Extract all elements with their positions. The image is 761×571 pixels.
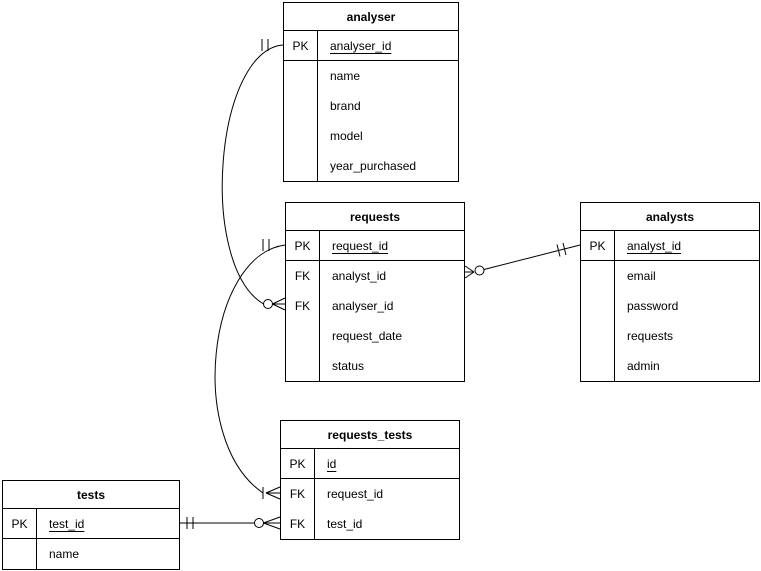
field-label: email: [627, 269, 656, 283]
key-badge: [581, 291, 615, 321]
one-and-only-one-ticks: [186, 517, 194, 529]
entity-title: requests: [286, 203, 464, 231]
entity-title: tests: [3, 481, 179, 509]
field-label: test_id: [49, 516, 85, 531]
key-badge: [286, 321, 320, 351]
table-row[interactable]: requests: [581, 321, 759, 351]
fk-badge: FK: [286, 261, 320, 291]
zero-cardinality-circle: [263, 299, 273, 309]
field-label: request_date: [332, 329, 403, 343]
pk-badge: PK: [281, 449, 315, 478]
table-row[interactable]: name: [284, 61, 458, 91]
field-label: analyser_id: [330, 38, 392, 53]
table-row[interactable]: name: [3, 539, 179, 569]
entity-tests[interactable]: tests PK test_id name: [2, 480, 180, 570]
connector-analysts-requests[interactable]: [464, 242, 581, 279]
key-badge: [581, 261, 615, 291]
fk-badge: FK: [281, 479, 315, 509]
entity-analysts[interactable]: analysts PK analyst_id email password re…: [580, 202, 760, 382]
table-row[interactable]: FK test_id: [281, 509, 459, 539]
field-label: test_id: [327, 517, 363, 531]
fk-badge: FK: [286, 291, 320, 321]
key-badge: [284, 121, 318, 151]
zero-cardinality-circle: [254, 518, 264, 528]
connector-tests-requests_tests[interactable]: [180, 516, 281, 530]
zero-cardinality-circle: [474, 265, 485, 276]
pk-badge: PK: [3, 509, 37, 538]
key-badge: [284, 151, 318, 181]
entity-requests[interactable]: requests PK request_id FK analyst_id FK …: [285, 202, 465, 382]
field-label: model: [330, 129, 363, 143]
connector-line: [214, 244, 286, 494]
one-and-only-one-ticks: [261, 39, 269, 51]
pk-badge: PK: [581, 231, 615, 260]
connector-analyser-requests[interactable]: [221, 39, 286, 311]
field-label: year_purchased: [330, 159, 417, 173]
table-row[interactable]: PK analyser_id: [284, 31, 458, 61]
key-badge: [284, 61, 318, 91]
entity-requests_tests[interactable]: requests_tests PK id FK request_id FK te…: [280, 420, 460, 540]
field-label: brand: [330, 99, 361, 113]
table-row[interactable]: PK analyst_id: [581, 231, 759, 261]
table-row[interactable]: request_date: [286, 321, 464, 351]
crow-foot-many: [263, 516, 281, 530]
table-row[interactable]: password: [581, 291, 759, 321]
field-label: name: [330, 69, 361, 83]
entity-title: analysts: [581, 203, 759, 231]
connector-line: [483, 244, 581, 270]
field-label: admin: [627, 359, 660, 373]
field-label: analyst_id: [627, 238, 682, 253]
table-row[interactable]: PK id: [281, 449, 459, 479]
one-and-only-one-ticks: [262, 239, 270, 251]
table-row[interactable]: status: [286, 351, 464, 381]
key-badge: [284, 91, 318, 121]
table-row[interactable]: PK test_id: [3, 509, 179, 539]
table-row[interactable]: model: [284, 121, 458, 151]
connector-requests-requests_tests[interactable]: [214, 239, 286, 500]
field-label: request_id: [332, 238, 389, 253]
crow-foot-many: [464, 265, 475, 279]
crow-foot-many: [272, 297, 286, 311]
field-label: name: [49, 547, 80, 561]
table-row[interactable]: PK request_id: [286, 231, 464, 261]
entity-analyser[interactable]: analyser PK analyser_id name brand model…: [283, 2, 459, 182]
table-row[interactable]: admin: [581, 351, 759, 381]
key-badge: [286, 351, 320, 381]
entity-title: requests_tests: [281, 421, 459, 449]
field-label: id: [327, 456, 337, 471]
pk-badge: PK: [284, 31, 318, 60]
pk-badge: PK: [286, 231, 320, 260]
field-label: password: [627, 299, 679, 313]
key-badge: [581, 351, 615, 381]
field-label: analyser_id: [332, 299, 394, 313]
field-label: analyst_id: [332, 269, 387, 283]
field-label: request_id: [327, 487, 384, 501]
connector-line: [221, 44, 284, 305]
key-badge: [581, 321, 615, 351]
table-row[interactable]: brand: [284, 91, 458, 121]
table-row[interactable]: FK analyst_id: [286, 261, 464, 291]
fk-badge: FK: [281, 509, 315, 539]
one-and-only-one-ticks: [556, 242, 567, 257]
entity-title: analyser: [284, 3, 458, 31]
key-badge: [3, 539, 37, 569]
field-label: status: [332, 359, 365, 373]
table-row[interactable]: FK request_id: [281, 479, 459, 509]
field-label: requests: [627, 329, 674, 343]
table-row[interactable]: year_purchased: [284, 151, 458, 181]
table-row[interactable]: email: [581, 261, 759, 291]
table-row[interactable]: FK analyser_id: [286, 291, 464, 321]
crow-foot-many: [265, 486, 281, 500]
